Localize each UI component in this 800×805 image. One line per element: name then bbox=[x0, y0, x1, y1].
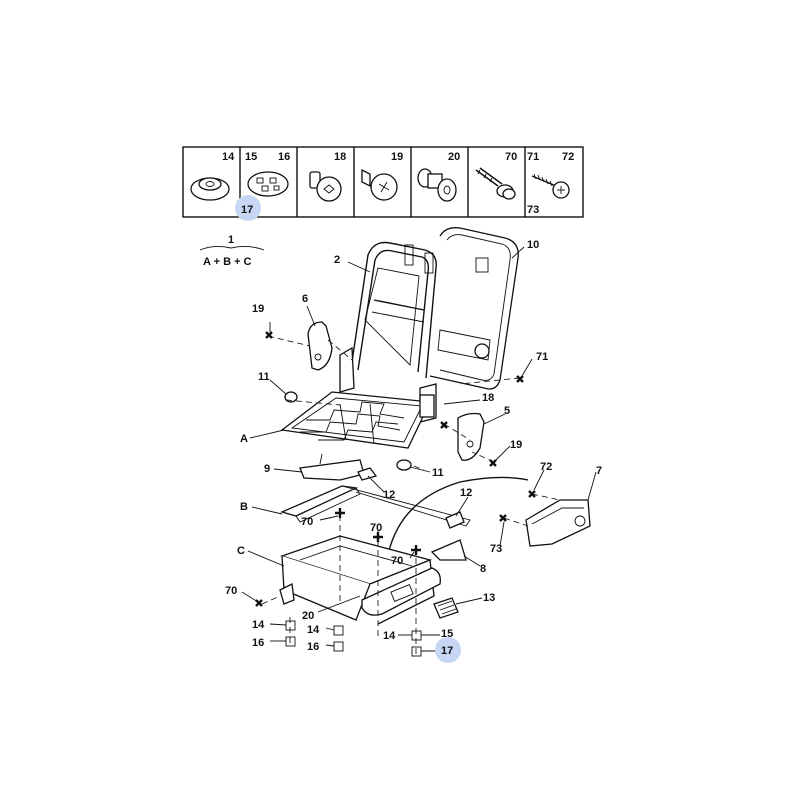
seat-spring-frame bbox=[280, 391, 435, 449]
seat-back-panel bbox=[429, 227, 519, 390]
callout-11-right: 11 bbox=[432, 467, 444, 479]
callout-19-top: 19 bbox=[252, 303, 264, 315]
callout-17: 17 bbox=[441, 645, 453, 657]
clip-plate-icon bbox=[247, 171, 289, 197]
legend-label-18: 18 bbox=[334, 151, 346, 163]
screw-position-markers bbox=[255, 331, 536, 607]
callout-13: 13 bbox=[483, 592, 495, 604]
fastener-legend-table: 14 15 16 17 18 19 bbox=[182, 146, 584, 221]
release-cable bbox=[387, 476, 529, 556]
legend-label-71: 71 bbox=[527, 151, 539, 163]
foot-bracket-left bbox=[279, 583, 295, 605]
hinge-cover-right bbox=[457, 412, 485, 461]
torx-screw-icon bbox=[309, 171, 342, 202]
callout-labels: 2 10 6 19 71 11 18 5 A 19 9 11 72 7 12 1… bbox=[225, 239, 602, 663]
assembly-formula: 1 A + B + C bbox=[199, 234, 265, 268]
callout-71: 71 bbox=[536, 351, 548, 363]
assembly-formula-text: A + B + C bbox=[203, 256, 252, 268]
callout-70-c: 70 bbox=[391, 555, 403, 567]
callout-8: 8 bbox=[480, 563, 486, 575]
hinge-cover-left bbox=[307, 321, 333, 371]
self-tapping-screw-icon bbox=[531, 173, 570, 199]
assembly-guide-lines bbox=[261, 335, 561, 655]
cap-11-left bbox=[284, 391, 298, 403]
callout-leaders bbox=[241, 246, 597, 652]
cap-washer-icon bbox=[190, 177, 230, 201]
highlight-marker-bottom bbox=[435, 637, 461, 663]
sleeve-12-b bbox=[445, 511, 465, 529]
sleeve-12-a bbox=[357, 467, 378, 481]
legend-label-73: 73 bbox=[527, 204, 539, 216]
legend-label-20: 20 bbox=[448, 151, 460, 163]
bracket-9 bbox=[299, 453, 365, 481]
callout-14-b: 14 bbox=[307, 624, 320, 636]
rail-b bbox=[280, 485, 471, 527]
bracket-7 bbox=[525, 499, 591, 547]
legend-label-19: 19 bbox=[391, 151, 403, 163]
callout-14-a: 14 bbox=[252, 619, 265, 631]
phillips-screw-icon bbox=[361, 168, 398, 201]
callout-16-a: 16 bbox=[252, 637, 264, 649]
callout-14-c: 14 bbox=[383, 630, 396, 642]
rivet-nut-icon bbox=[417, 168, 457, 202]
callout-5: 5 bbox=[504, 405, 510, 417]
callout-70-d: 70 bbox=[225, 585, 237, 597]
highlight-marker bbox=[235, 195, 261, 221]
legend-label-16: 16 bbox=[278, 151, 290, 163]
callout-70-b: 70 bbox=[370, 522, 382, 534]
assembly-number: 1 bbox=[228, 234, 234, 246]
callout-19-right: 19 bbox=[510, 439, 522, 451]
callout-12-b: 12 bbox=[460, 487, 472, 499]
cap-11-right bbox=[396, 459, 412, 471]
legend-label-15: 15 bbox=[245, 151, 257, 163]
bracket-8 bbox=[430, 539, 467, 561]
callout-a: A bbox=[240, 433, 248, 445]
callout-b: B bbox=[240, 501, 248, 513]
callout-11-left: 11 bbox=[258, 371, 270, 383]
fastener-stack-squares bbox=[285, 620, 422, 657]
callout-12-a: 12 bbox=[383, 489, 395, 501]
callout-20: 20 bbox=[302, 610, 314, 622]
legend-label-14: 14 bbox=[222, 151, 235, 163]
pad-13 bbox=[433, 597, 459, 619]
callout-73: 73 bbox=[490, 543, 502, 555]
callout-70-a: 70 bbox=[301, 516, 313, 528]
callout-15: 15 bbox=[441, 628, 453, 640]
callout-c: C bbox=[237, 545, 245, 557]
callout-18: 18 bbox=[482, 392, 494, 404]
seat-side-trim bbox=[361, 567, 441, 616]
callout-16-b: 16 bbox=[307, 641, 319, 653]
callout-72: 72 bbox=[540, 461, 552, 473]
legend-label-17: 17 bbox=[241, 204, 253, 216]
legend-label-72: 72 bbox=[562, 151, 574, 163]
callout-9: 9 bbox=[264, 463, 270, 475]
callout-10: 10 bbox=[527, 239, 539, 251]
legend-label-70: 70 bbox=[505, 151, 517, 163]
callout-2: 2 bbox=[334, 254, 340, 266]
stud-bolt-icon bbox=[475, 167, 516, 200]
callout-6: 6 bbox=[302, 293, 308, 305]
callout-7: 7 bbox=[596, 465, 602, 477]
